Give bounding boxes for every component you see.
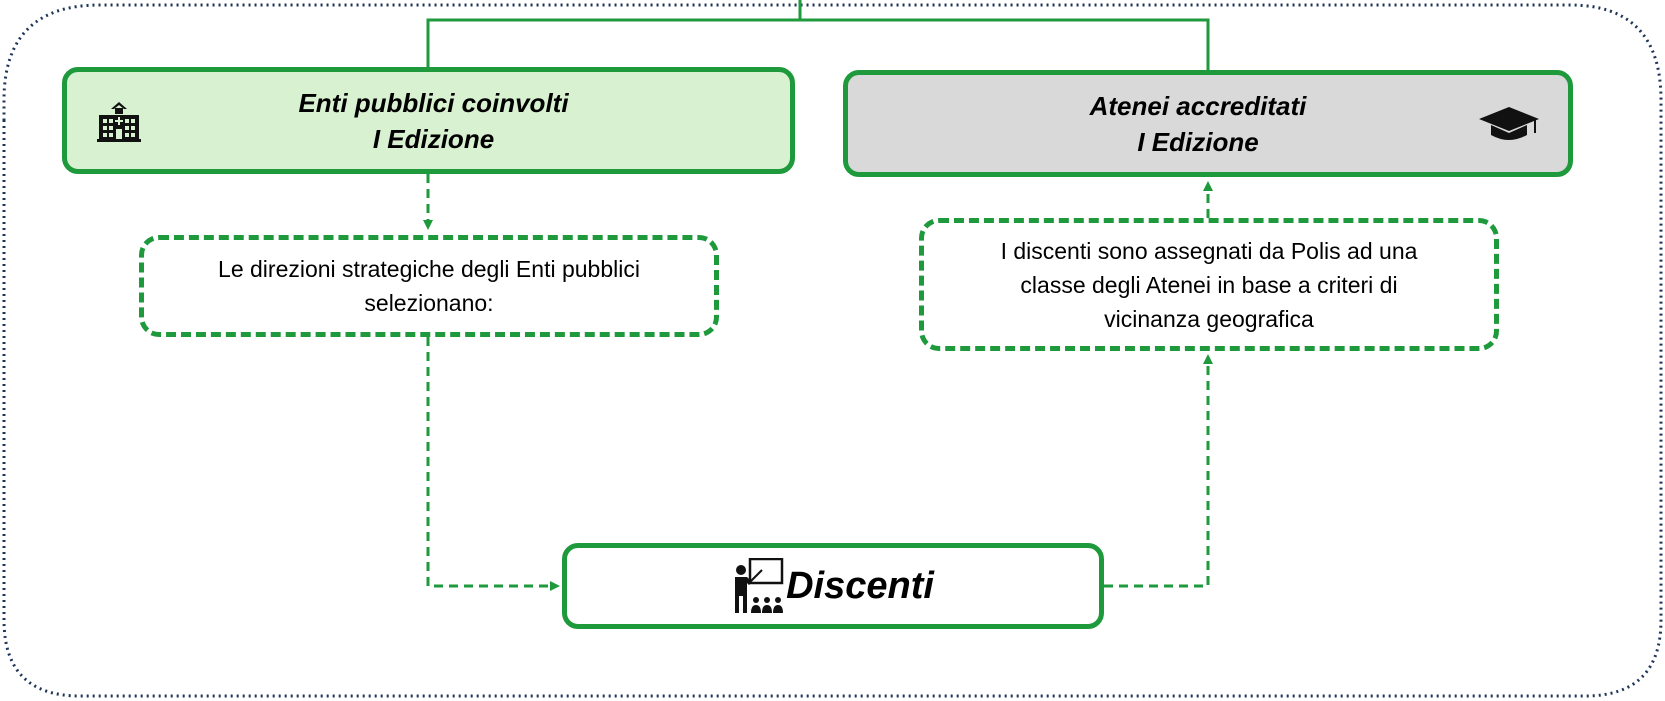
selection-note-line2: selezionano: xyxy=(364,290,494,316)
selection-note-line1: Le direzioni strategiche degli Enti pubb… xyxy=(218,256,640,282)
atenei-title-line2: I Edizione xyxy=(1137,126,1259,157)
top-connector xyxy=(426,0,1210,70)
assignment-note-line2: classe degli Atenei in base a criteri di xyxy=(1020,271,1398,298)
atenei-title-line1: Atenei accreditati xyxy=(1089,90,1307,121)
government-building-icon xyxy=(97,102,141,142)
enti-pubblici-box: Enti pubblici coinvolti I Edizione xyxy=(62,67,795,174)
teacher-classroom-icon xyxy=(735,558,784,613)
discenti-label: Discenti xyxy=(786,564,934,607)
atenei-accreditati-box: Atenei accreditati I Edizione xyxy=(843,70,1573,177)
assignment-note-line1: I discenti sono assegnati da Polis ad un… xyxy=(1000,237,1418,264)
connector-discenti-to-note xyxy=(1104,354,1213,588)
enti-title-line1: Enti pubblici coinvolti xyxy=(298,87,569,118)
discenti-box: Discenti xyxy=(562,543,1104,629)
assignment-note-line3: vicinanza geografica xyxy=(1104,305,1314,332)
selection-note-box: Le direzioni strategiche degli Enti pubb… xyxy=(139,235,719,337)
enti-title-line2: I Edizione xyxy=(372,123,495,154)
graduation-cap-icon xyxy=(1479,107,1539,140)
connector-note-to-discenti xyxy=(426,337,560,591)
assignment-note-box: I discenti sono assegnati da Polis ad un… xyxy=(919,218,1499,351)
outer-frame xyxy=(2,3,1663,698)
